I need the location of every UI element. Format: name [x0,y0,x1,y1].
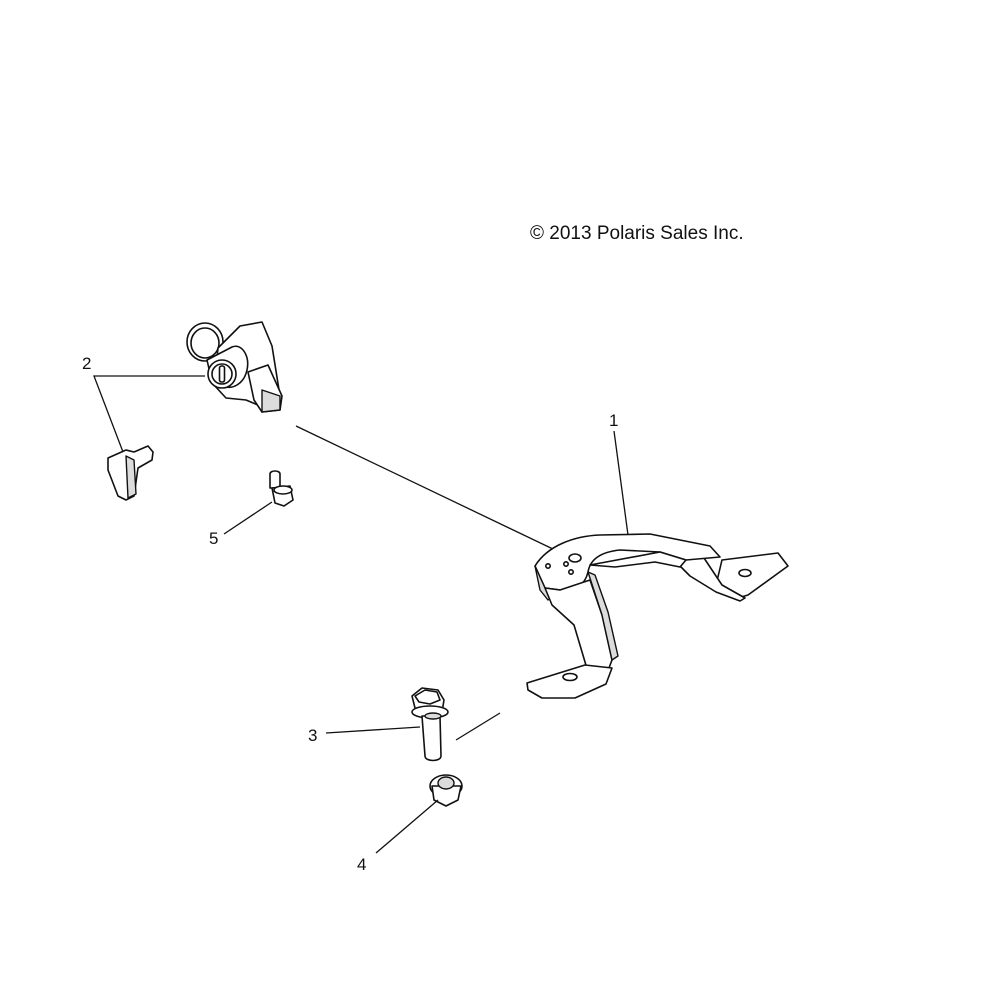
flange-nut-part [429,774,463,807]
copyright-text: © 2013 Polaris Sales Inc. [530,223,744,244]
callout-1-leader [613,430,629,536]
assembly-line-switch-to-bracket [295,425,556,551]
ignition-switch-part [186,321,283,413]
callout-2-leader [93,375,205,453]
key-part [107,445,154,501]
assembly-line-bolt-to-bracket [455,712,501,741]
callout-2: 2 [82,354,91,373]
callout-5-leader [223,501,273,535]
bracket-part [526,533,789,699]
callout-4: 4 [357,855,366,874]
callout-5: 5 [209,529,218,548]
flange-bolt-part [411,687,449,762]
callout-4-leader [375,799,439,854]
small-screw-part [269,470,294,507]
callout-3: 3 [308,726,317,745]
callout-1: 1 [609,411,618,430]
callout-3-leader [325,726,421,734]
